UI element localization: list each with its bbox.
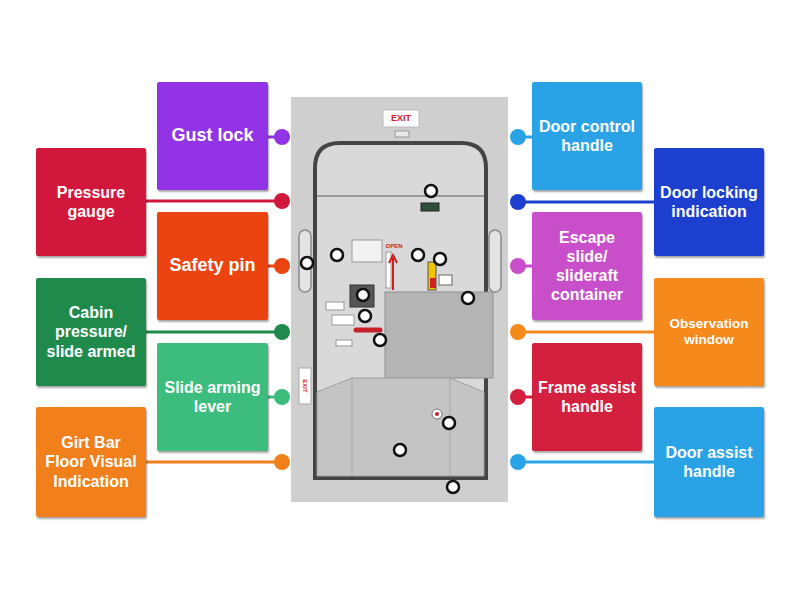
leader-line — [518, 331, 654, 334]
leader-dot — [274, 389, 290, 405]
leader-dot — [510, 454, 526, 470]
leader-dot — [274, 454, 290, 470]
hotspot — [301, 257, 313, 269]
leader-line — [518, 201, 654, 204]
label-text-group: Safety pin — [163, 255, 261, 277]
label-text-group: Observation window — [654, 316, 764, 348]
label-box: Escape slide/ slideraft container — [532, 212, 642, 320]
leader-dot — [274, 129, 290, 145]
leader-dot — [274, 324, 290, 340]
label-box: Cabin pressure/ slide armed — [36, 278, 146, 386]
slide-container — [317, 378, 484, 476]
small-placard — [336, 340, 352, 346]
label-text: Safety pin — [163, 255, 261, 277]
handle-slot — [386, 252, 391, 288]
sign-plate — [395, 131, 409, 137]
label-text-group: Slide arming lever — [157, 378, 268, 416]
hotspot — [357, 289, 369, 301]
girt-bar-indicator — [432, 409, 442, 419]
label-text: Gust lock — [165, 125, 259, 147]
label-text-group: Girt Bar Floor Visual Indication — [36, 433, 146, 491]
label-text: Slide arming lever — [157, 378, 268, 416]
label-text: Observation window — [654, 316, 764, 348]
open-arrow — [389, 255, 397, 290]
label-box: Door control handle — [532, 82, 642, 190]
leader-line — [518, 461, 654, 464]
hotspot — [394, 444, 406, 456]
slide-arming-lever — [356, 328, 380, 333]
observation-window-cover — [385, 292, 493, 378]
label-box: Gust lock — [157, 82, 268, 190]
label-text: Door control handle — [532, 117, 642, 155]
hotspot — [425, 185, 437, 197]
label-box: Pressure gauge — [36, 148, 146, 256]
label-box: Girt Bar Floor Visual Indication — [36, 407, 146, 517]
label-text-group: Pressure gauge — [36, 183, 146, 221]
label-text: Door locking indication — [654, 183, 764, 221]
small-placard — [332, 315, 354, 325]
hotspot — [374, 334, 386, 346]
leader-line — [146, 461, 282, 464]
gauge-red — [430, 278, 436, 288]
label-box: Door assist handle — [654, 407, 764, 517]
leader-line — [146, 200, 282, 203]
label-box: Door locking indication — [654, 148, 764, 256]
arming-box — [350, 285, 374, 307]
container-edge — [352, 378, 353, 476]
label-box: Observation window — [654, 278, 764, 386]
hotspot — [462, 292, 474, 304]
label-text: Frame assist handle — [532, 378, 642, 416]
locking-indicator — [421, 203, 439, 211]
girt-bar-indicator-mark — [435, 412, 439, 416]
leader-dots — [274, 129, 526, 470]
label-text: Door assist handle — [654, 443, 764, 481]
leader-dot — [510, 194, 526, 210]
label-box: Frame assist handle — [532, 343, 642, 451]
label-text-group: Door assist handle — [654, 443, 764, 481]
door-panel — [291, 97, 508, 502]
side-exit-text: EXIT — [302, 379, 308, 392]
hotspot — [447, 481, 459, 493]
label-text-group: Door control handle — [532, 117, 642, 155]
label-text-group: Frame assist handle — [532, 378, 642, 416]
label-text-group: Cabin pressure/ slide armed — [36, 303, 146, 361]
leader-dot — [510, 324, 526, 340]
small-placard — [326, 302, 344, 310]
leader-dot — [510, 258, 526, 274]
hotspot — [331, 249, 343, 261]
leader-dot — [274, 193, 290, 209]
exit-sign-text: EXIT — [391, 113, 411, 123]
frame-assist-handle-right — [489, 230, 501, 292]
placard — [352, 240, 382, 262]
leader-dot — [510, 389, 526, 405]
door-seam — [317, 195, 484, 197]
hotspot — [443, 417, 455, 429]
label-text: Girt Bar Floor Visual Indication — [36, 433, 146, 491]
hotspots — [301, 185, 474, 493]
label-text: Cabin pressure/ slide armed — [36, 303, 146, 361]
exit-sign — [383, 110, 419, 127]
label-text: Pressure gauge — [36, 183, 146, 221]
label-box: Slide arming lever — [157, 343, 268, 451]
leader-dot — [274, 258, 290, 274]
label-text: Escape slide/ slideraft container — [532, 228, 642, 305]
hotspot — [359, 310, 371, 322]
hotspot — [434, 253, 446, 265]
gauge-bracket — [428, 262, 436, 290]
open-marking: OPEN — [385, 243, 402, 249]
label-box: Safety pin — [157, 212, 268, 320]
pressure-indicator — [439, 275, 452, 285]
label-text-group: Door locking indication — [654, 183, 764, 221]
leader-line — [146, 331, 282, 334]
side-sign — [299, 368, 311, 404]
leader-dot — [510, 129, 526, 145]
hotspot — [412, 249, 424, 261]
label-text-group: Gust lock — [165, 125, 259, 147]
label-text-group: Escape slide/ slideraft container — [532, 228, 642, 305]
